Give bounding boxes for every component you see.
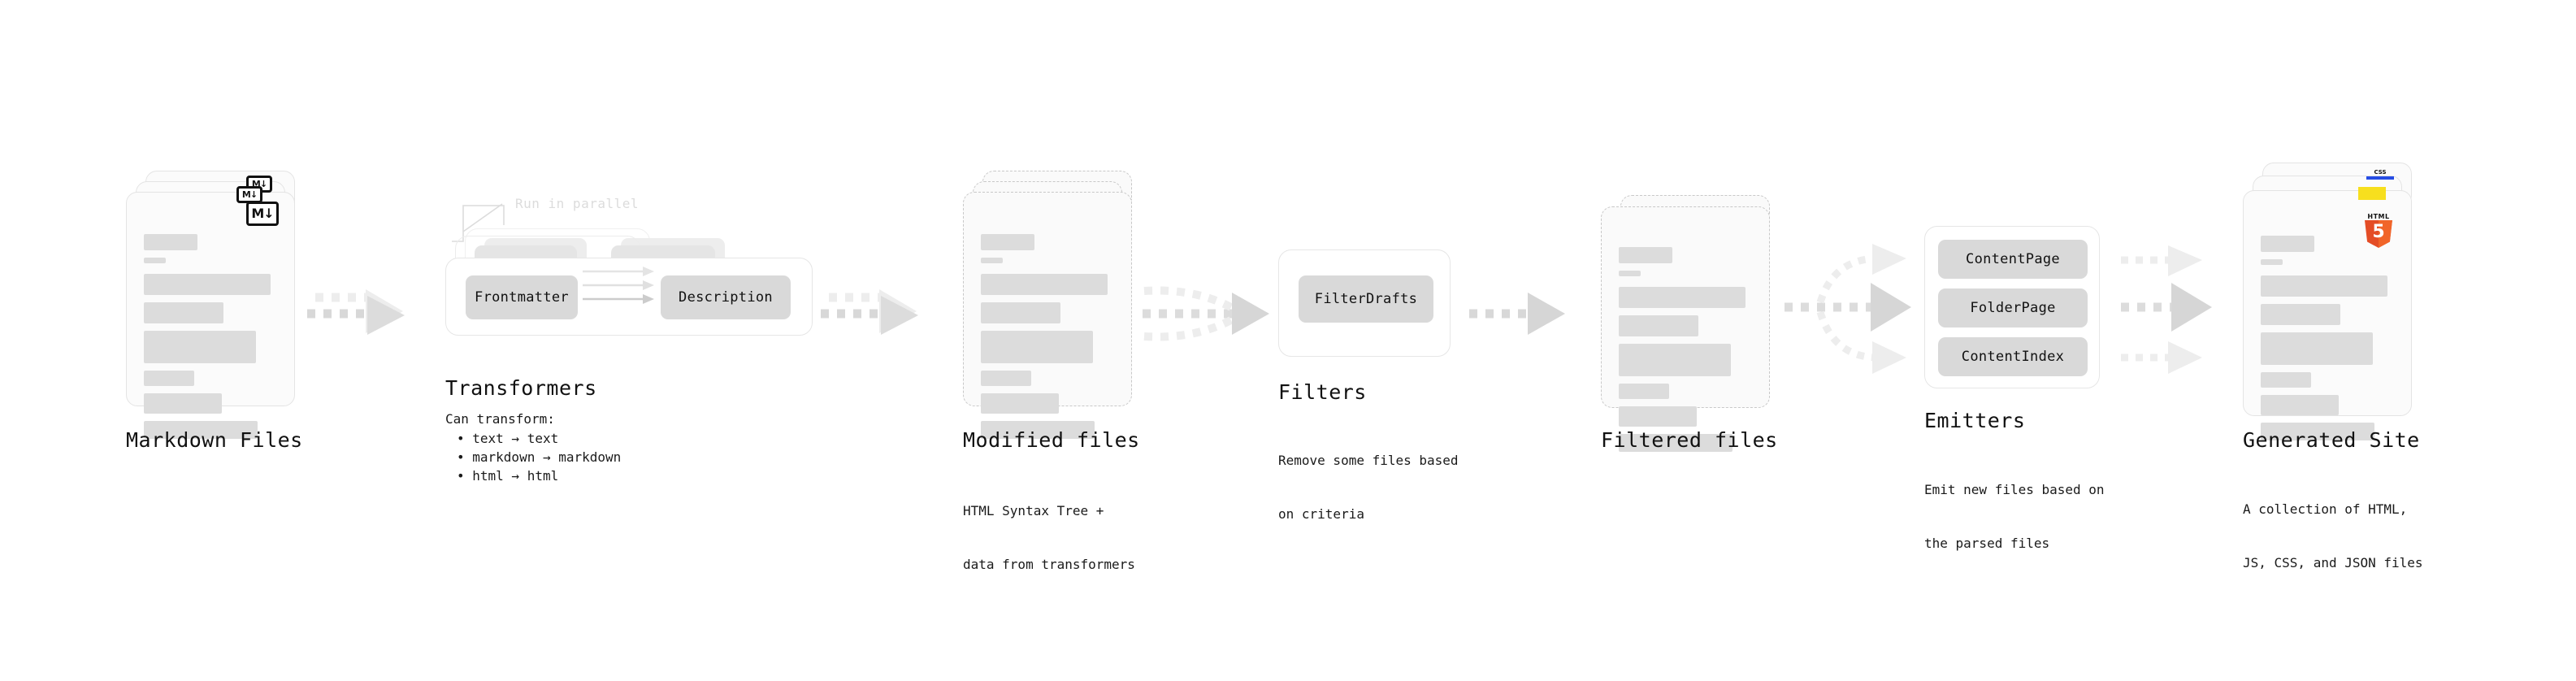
markdown-badge-middle (236, 186, 262, 203)
caption-line: data from transformers (963, 557, 1135, 572)
skeleton-bar (2261, 372, 2311, 388)
skeleton-bar (1619, 271, 1641, 276)
filters-card: FilterDrafts (1278, 249, 1451, 357)
skeleton-bar (144, 234, 197, 250)
filters-label: Filters (1278, 380, 1367, 404)
document-skeleton (981, 234, 1114, 439)
filter-chip-filterdrafts[interactable]: FilterDrafts (1299, 275, 1433, 323)
caption-line: A collection of HTML, (2243, 501, 2408, 517)
markdown-files-label: Markdown Files (126, 428, 303, 452)
emitter-chip-contentindex[interactable]: ContentIndex (1938, 337, 2088, 376)
caption-line: JS, CSS, and JSON files (2243, 555, 2423, 570)
caption-line: HTML Syntax Tree + (963, 503, 1104, 518)
filtered-files-card (1601, 195, 1770, 452)
html5-shield-shape: 5 (2365, 220, 2392, 248)
caption-line: Remove some files based (1278, 453, 1459, 468)
skeleton-bar (1619, 434, 1733, 452)
arrow-filters-to-filtered (1469, 293, 1565, 335)
arrow-filtered-to-emitters (1785, 244, 1911, 374)
transformers-label: Transformers (445, 376, 597, 400)
skeleton-bar (2261, 395, 2339, 415)
css-badge: CSS (2366, 170, 2394, 181)
modified-files-caption: HTML Syntax Tree + data from transformer… (963, 466, 1135, 609)
document-skeleton (2261, 236, 2394, 440)
generated-site-label: Generated Site (2243, 428, 2420, 452)
skeleton-bar (981, 331, 1093, 363)
skeleton-bar (1619, 344, 1731, 376)
skeleton-bar (2261, 259, 2283, 265)
skeleton-bar (981, 258, 1003, 263)
caption-line: the parsed files (1924, 536, 2050, 551)
css-badge-label: CSS (2374, 169, 2387, 176)
filters-frame: FilterDrafts (1278, 249, 1451, 357)
skeleton-bar (144, 371, 194, 386)
skeleton-bar (1619, 247, 1672, 263)
run-in-parallel-note: Run in parallel (515, 196, 639, 211)
transformer-chip-frontmatter[interactable]: Frontmatter (466, 275, 578, 319)
skeleton-bar (144, 331, 256, 363)
skeleton-bar (1619, 384, 1669, 399)
arrow-transformers-to-modified (821, 289, 918, 335)
modified-document-stack (963, 171, 1132, 439)
generated-site-card: CSS HTML 5 (2243, 163, 2412, 440)
emitters-caption: Emit new files based on the parsed files (1924, 445, 2105, 588)
html5-badge-caption: HTML (2367, 213, 2390, 220)
html5-badge: HTML 5 (2363, 213, 2394, 248)
skeleton-bar (144, 393, 222, 414)
generated-site-caption: A collection of HTML, JS, CSS, and JSON … (2243, 465, 2423, 608)
skeleton-bar (981, 421, 1095, 439)
arrow-modified-to-filters (1143, 286, 1269, 341)
site-document-stack: CSS HTML 5 (2243, 163, 2412, 440)
filters-caption: Remove some files based on criteria (1278, 416, 1459, 559)
skeleton-bar (2261, 423, 2374, 440)
skeleton-bar (144, 258, 166, 263)
emitters-frame: ContentPage FolderPage ContentIndex (1924, 226, 2100, 388)
caption-line: on criteria (1278, 506, 1364, 522)
skeleton-bar (144, 302, 223, 323)
emitters-label: Emitters (1924, 409, 2026, 432)
transformer-inner-arrows (583, 267, 654, 304)
html5-badge-numeral: 5 (2372, 221, 2385, 242)
skeleton-bar (144, 421, 258, 439)
document-skeleton (1619, 247, 1752, 452)
transformers-frame: Frontmatter Description (445, 258, 813, 336)
skeleton-bar (981, 302, 1060, 323)
markdown-badge: M↓ (246, 202, 279, 226)
skeleton-bar (2261, 304, 2340, 325)
markdown-files-card: M↓ (126, 171, 295, 439)
emitter-chip-contentpage[interactable]: ContentPage (1938, 240, 2088, 279)
transformer-chip-description[interactable]: Description (661, 275, 791, 319)
modified-files-card (963, 171, 1132, 439)
emitters-card: ContentPage FolderPage ContentIndex (1924, 226, 2100, 388)
skeleton-bar (2261, 275, 2387, 297)
skeleton-bar (1619, 315, 1698, 336)
list-item: • text → text (457, 431, 559, 446)
js-badge (2358, 187, 2386, 200)
skeleton-bar (1619, 287, 1746, 308)
emitter-chip-folderpage[interactable]: FolderPage (1938, 288, 2088, 327)
filtered-files-label: Filtered files (1601, 428, 1778, 452)
modified-files-label: Modified files (963, 428, 1140, 452)
skeleton-bar (981, 393, 1059, 414)
transformers-caption-list: • text → text • markdown → markdown • ht… (457, 429, 621, 485)
transformers-caption-heading: Can transform: (445, 411, 555, 427)
filtered-document-stack (1601, 195, 1770, 452)
skeleton-bar (981, 371, 1031, 386)
document-skeleton (144, 234, 277, 439)
skeleton-bar (2261, 236, 2314, 252)
list-item: • markdown → markdown (457, 449, 622, 465)
skeleton-bar (144, 274, 271, 295)
markdown-document-stack: M↓ (126, 171, 295, 439)
arrow-markdown-to-transformers (307, 289, 405, 335)
skeleton-bar (981, 234, 1034, 250)
css-badge-underline (2366, 176, 2394, 180)
skeleton-bar (981, 274, 1108, 295)
skeleton-bar (2261, 332, 2373, 365)
caption-line: Emit new files based on (1924, 482, 2105, 497)
arrow-emitters-to-site (2121, 245, 2212, 374)
skeleton-bar (1619, 406, 1697, 427)
list-item: • html → html (457, 468, 559, 484)
